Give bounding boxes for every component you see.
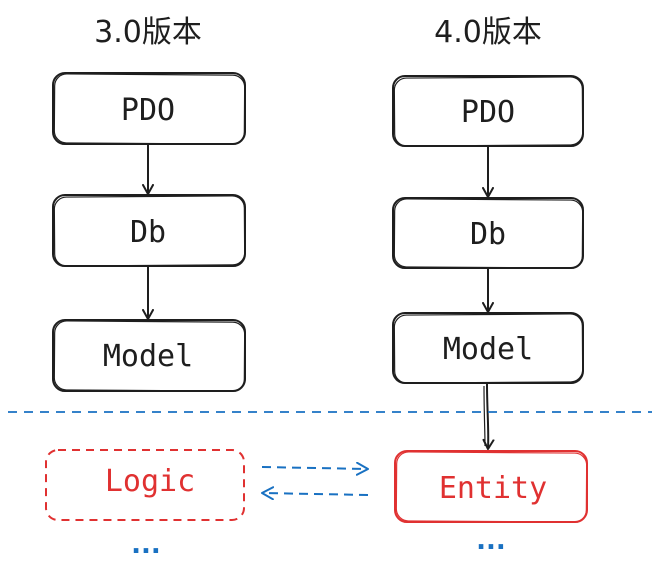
column-title-v4: 4.0版本 (434, 15, 542, 50)
arrow-v4-model-to-entity (482, 383, 495, 450)
logic-ellipsis: ... (131, 530, 161, 560)
v4-node-pdo: PDO (392, 75, 584, 147)
v4-node-pdo-label: PDO (461, 95, 515, 130)
v3-node-pdo-label: PDO (121, 93, 175, 128)
v3-node-model-label: Model (103, 339, 193, 374)
entity-node-label: Entity (439, 471, 547, 506)
v3-node-db: Db (52, 194, 246, 267)
v3-node-model: Model (52, 319, 246, 392)
v3-node-pdo: PDO (52, 72, 246, 145)
v3-node-db-label: Db (130, 215, 166, 250)
column-title-v3: 3.0版本 (94, 15, 202, 50)
entity-ellipsis: ... (476, 526, 506, 556)
v4-node-db-label: Db (470, 217, 506, 252)
v4-node-model-label: Model (443, 332, 533, 367)
v4-node-db: Db (392, 197, 584, 269)
arrow-logic-to-entity (261, 461, 369, 476)
logic-node: Logic (45, 449, 245, 521)
arrow-entity-to-logic (261, 486, 369, 501)
v4-node-model: Model (392, 312, 584, 384)
entity-node: Entity (394, 450, 588, 523)
logic-node-label: Logic (105, 464, 195, 499)
